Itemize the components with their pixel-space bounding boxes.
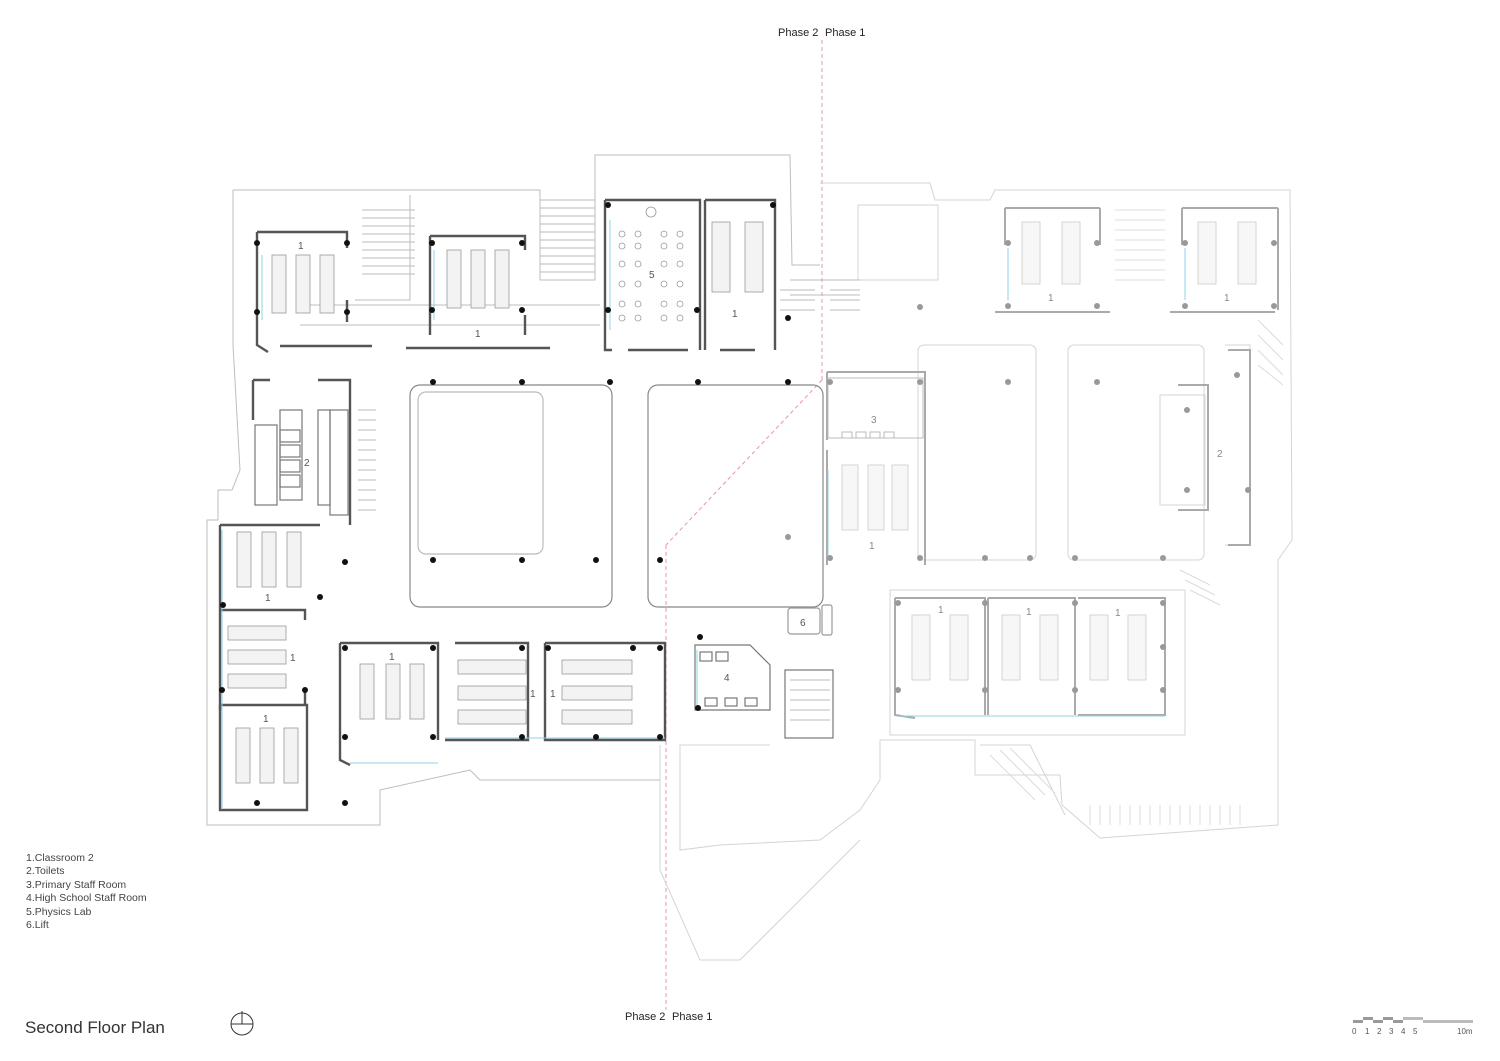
- phase-1-outline: [659, 182, 1293, 961]
- room-toilets: 2: [304, 458, 310, 469]
- legend-item: 6.Lift: [26, 919, 49, 932]
- room-classroom: 1: [732, 309, 738, 320]
- lab-stools: [618, 206, 684, 322]
- phase-1-label-top: Phase 1: [825, 27, 866, 39]
- room-classroom: 1: [389, 652, 395, 663]
- staff-rooms: [694, 604, 834, 739]
- room-high-school-staff: 4: [724, 673, 730, 684]
- room-classroom: 1: [475, 329, 481, 340]
- north-arrow-icon: [230, 1011, 254, 1036]
- legend-item: 5.Physics Lab: [26, 905, 92, 918]
- room-toilets: 2: [1217, 449, 1223, 460]
- scale-tick: 1: [1365, 1027, 1370, 1036]
- phase1-walls: [826, 207, 1279, 719]
- scale-tick: 0: [1352, 1027, 1357, 1036]
- phase-2-outline: [206, 154, 860, 826]
- phase-division-line: [665, 40, 823, 1010]
- toilets-block: [254, 409, 349, 516]
- courtyards: [409, 384, 824, 608]
- room-lift: 6: [800, 618, 806, 629]
- desks: [227, 221, 764, 784]
- room-primary-staff: 3: [871, 415, 877, 426]
- room-classroom: 1: [1115, 608, 1121, 619]
- legend-item: 2.Toilets: [26, 865, 65, 878]
- scale-end: 10m: [1457, 1027, 1473, 1036]
- room-classroom: 1: [1224, 293, 1230, 304]
- room-legend: 1.Classroom 2 2.Toilets 3.Primary Staff …: [26, 852, 147, 932]
- phase-1-label-bottom: Phase 1: [672, 1011, 713, 1023]
- room-classroom: 1: [1026, 607, 1032, 618]
- legend-item: 4.High School Staff Room: [26, 892, 147, 905]
- room-classroom: 1: [263, 714, 269, 725]
- room-classroom: 1: [290, 653, 296, 664]
- room-classroom: 1: [550, 689, 556, 700]
- room-classroom: 1: [869, 541, 875, 552]
- room-classroom: 1: [530, 689, 536, 700]
- scale-tick: 3: [1389, 1027, 1394, 1036]
- room-classroom: 1: [938, 605, 944, 616]
- scale-tick: 2: [1377, 1027, 1382, 1036]
- desks-phase1: [841, 221, 1257, 681]
- room-classroom: 1: [298, 241, 304, 252]
- scale-tick: 5: [1413, 1027, 1418, 1036]
- room-numbers: 1 1 5 1 2 1 1 1 1 1 1 4 6 3 1 1 1 2 1 1 …: [263, 241, 1230, 725]
- columns-phase1: [785, 240, 1277, 693]
- room-classroom: 1: [265, 593, 271, 604]
- scale-tick: 4: [1401, 1027, 1406, 1036]
- phase-2-label-bottom: Phase 2: [625, 1011, 666, 1023]
- legend-item: 3.Primary Staff Room: [26, 878, 127, 891]
- glazing: [221, 220, 1186, 808]
- scale-bar: [1353, 1017, 1473, 1023]
- columns-phase2: [219, 202, 791, 806]
- phase-2-label-top: Phase 2: [778, 27, 819, 39]
- room-classroom: 1: [1048, 293, 1054, 304]
- room-physics-lab: 5: [649, 270, 655, 281]
- plan-title: Second Floor Plan: [25, 1018, 165, 1037]
- legend-item: 1.Classroom 2: [26, 852, 94, 864]
